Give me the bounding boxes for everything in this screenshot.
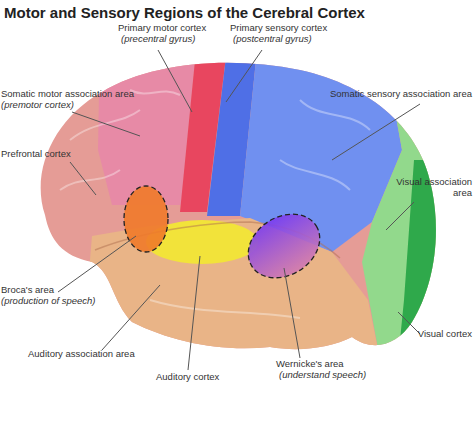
diagram-title: Motor and Sensory Regions of the Cerebra…	[4, 4, 470, 21]
region-label: (premotor cortex)	[1, 99, 121, 110]
region-label: Somatic motor association area	[1, 88, 171, 99]
leader-line	[72, 112, 140, 136]
leader-line	[158, 50, 192, 112]
leader-line	[102, 285, 160, 350]
region-label: (precentral gyrus)	[121, 33, 231, 44]
region-label: Visual association area	[380, 176, 472, 198]
region-label: Wernicke's area	[276, 358, 386, 369]
visual-cortex-region	[396, 160, 460, 380]
region-label: (postcentral gyrus)	[233, 33, 343, 44]
region-label: Somatic sensory association area	[314, 88, 472, 99]
leader-line	[226, 50, 262, 102]
region-label: Prefrontal cortex	[1, 148, 111, 159]
leader-line	[386, 202, 414, 230]
region-label: Primary motor cortex	[118, 22, 228, 33]
gyri-texture	[60, 90, 370, 318]
broca-area-region	[124, 186, 168, 252]
region-label: (understand speech)	[279, 369, 389, 380]
leader-line	[188, 256, 200, 370]
region-label: Broca's area	[1, 284, 111, 295]
wernicke-area-region	[236, 201, 331, 290]
region-label: Auditory association area	[28, 348, 168, 359]
region-label: Visual cortex	[392, 328, 472, 339]
region-label: Primary sensory cortex	[230, 22, 350, 33]
leader-line	[332, 104, 420, 160]
leader-line	[58, 236, 136, 292]
region-label: (production of speech)	[1, 295, 131, 306]
region-label: Auditory cortex	[156, 371, 256, 382]
leader-line	[398, 312, 420, 334]
leader-line	[70, 162, 96, 195]
leader-line	[284, 268, 300, 358]
